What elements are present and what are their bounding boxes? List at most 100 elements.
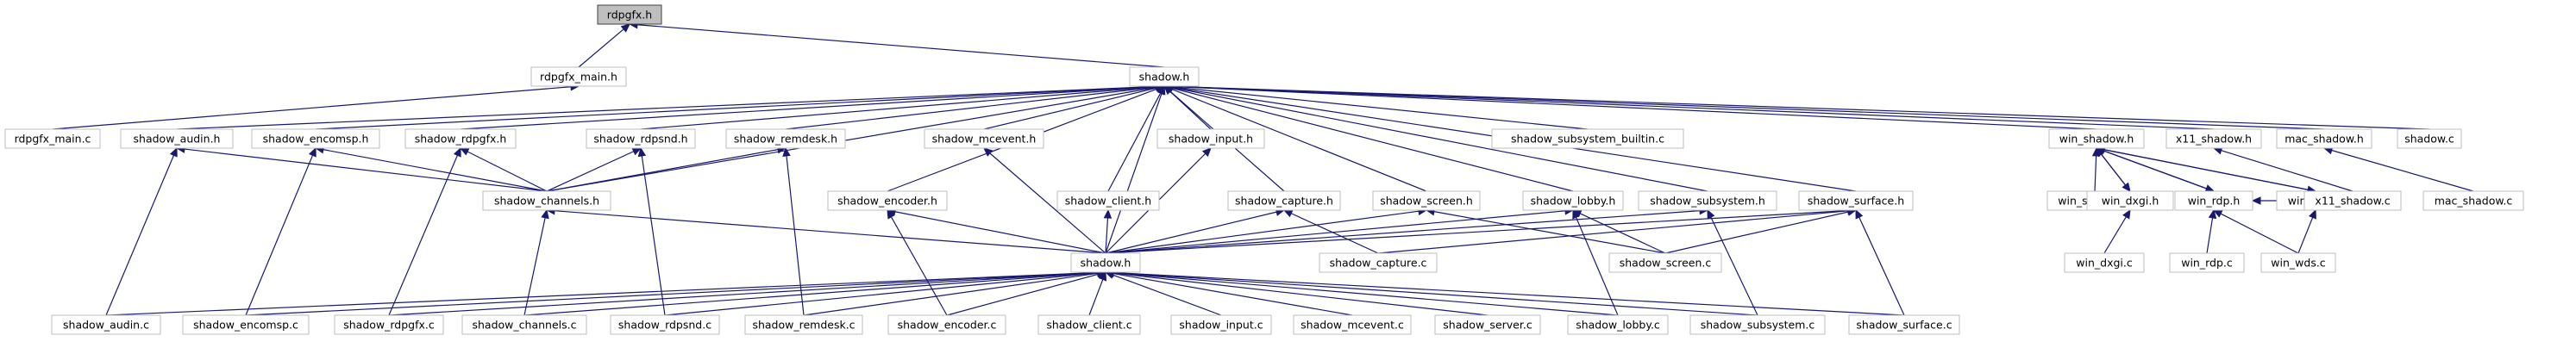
node-box <box>2169 252 2245 273</box>
node-shadow-lobby-h[interactable]: shadow_lobby.h <box>1522 190 1624 211</box>
node-win-rdp-h[interactable]: win_rdp.h <box>2174 190 2253 211</box>
node-shadow-remdesk-h[interactable]: shadow_remdesk.h <box>725 128 846 149</box>
node-win-rdp-c[interactable]: win_rdp.c <box>2169 252 2245 273</box>
node-shadow-input-c[interactable]: shadow_input.c <box>1170 314 1272 335</box>
node-shadow-surface-h[interactable]: shadow_surface.h <box>1798 190 1914 211</box>
node-shadow-audin-h[interactable]: shadow_audin.h <box>120 128 234 149</box>
node-shadow-screen-c[interactable]: shadow_screen.c <box>1608 252 1722 273</box>
node-box <box>1434 314 1541 335</box>
node-shadow-client-h[interactable]: shadow_client.h <box>1056 190 1160 211</box>
node-label: shadow_subsystem_builtin.c <box>1511 133 1664 146</box>
node-rdpgfx-main-h[interactable]: rdpgfx_main.h <box>530 66 627 87</box>
node-shadow-rdpgfx-h[interactable]: shadow_rdpgfx.h <box>404 128 517 149</box>
edge-line <box>785 86 1157 130</box>
node-shadow-encoder-h[interactable]: shadow_encoder.h <box>827 190 948 211</box>
node-shadow-channels-c[interactable]: shadow_channels.c <box>461 314 587 335</box>
edge-line <box>641 155 666 316</box>
node-shadow-input-h[interactable]: shadow_input.h <box>1156 128 1265 149</box>
edge-line <box>105 271 1099 316</box>
edge-line <box>2220 213 2299 254</box>
node-mac-shadow-c[interactable]: mac_shadow.c <box>2422 190 2524 211</box>
node-box <box>251 128 380 149</box>
arrowhead-icon <box>2122 182 2131 192</box>
edge-win_rdp_c-to-win_rdp_h <box>2206 208 2217 254</box>
node-shadow-c[interactable]: shadow.c <box>2397 128 2462 149</box>
edge-shadow_client_h-to-shadow_h <box>1107 84 1165 192</box>
node-box <box>1070 252 1141 273</box>
edge-line <box>1664 211 1849 254</box>
node-x11-shadow-h[interactable]: x11_shadow.h <box>2165 128 2262 149</box>
node-shadow-encomsp-c[interactable]: shadow_encomsp.c <box>182 314 310 335</box>
node-shadow-audin-c[interactable]: shadow_audin.c <box>51 314 161 335</box>
edge-shadow_audin_h-to-shadow_h <box>176 82 1166 130</box>
node-box <box>1293 314 1412 335</box>
edge-line <box>105 155 175 316</box>
node-label: shadow_capture.c <box>1330 257 1427 270</box>
node-win-dxgi-c[interactable]: win_dxgi.c <box>2064 252 2145 273</box>
edge-line <box>803 272 1099 316</box>
arrowhead-icon <box>2251 196 2261 205</box>
node-shadow-lobby-c[interactable]: shadow_lobby.c <box>1567 314 1669 335</box>
node-shadow-subsystem-c[interactable]: shadow_subsystem.c <box>1689 314 1826 335</box>
node-box <box>586 128 696 149</box>
node-mac-shadow-h[interactable]: mac_shadow.h <box>2276 128 2372 149</box>
node-shadow-surface-c[interactable]: shadow_surface.c <box>1848 314 1960 335</box>
edge-line <box>176 85 1157 130</box>
node-shadow-capture-c[interactable]: shadow_capture.c <box>1319 252 1438 273</box>
node-shadow-client-c[interactable]: shadow_client.c <box>1037 314 1141 335</box>
edge-line <box>1105 210 1701 254</box>
node-shadow-rdpsnd-c[interactable]: shadow_rdpsnd.c <box>610 314 720 335</box>
node-label: shadow.h <box>1139 71 1190 84</box>
node-shadow-h[interactable]: shadow.h <box>1070 252 1141 273</box>
node-box <box>530 66 627 87</box>
node-shadow-capture-h[interactable]: shadow_capture.h <box>1227 190 1341 211</box>
edge-shadow_encomsp_c-to-shadow_h2 <box>245 268 1107 316</box>
node-box <box>827 190 948 211</box>
node-shadow-rdpsnd-h[interactable]: shadow_rdpsnd.h <box>586 128 696 149</box>
node-shadow-remdesk-c[interactable]: shadow_remdesk.c <box>744 314 863 335</box>
node-box <box>461 314 587 335</box>
node-shadow-channels-h[interactable]: shadow_channels.h <box>482 190 611 211</box>
edge-shadow_rdpgfx_h-to-shadow_h <box>460 82 1166 130</box>
node-box <box>2260 252 2336 273</box>
node-box <box>2174 190 2253 211</box>
node-win-dxgi-h[interactable]: win_dxgi.h <box>2086 190 2174 211</box>
edge-line <box>2221 150 2353 192</box>
edge-shadow_h-to-rdpgfx_h <box>628 21 1165 68</box>
node-win-shadow-h[interactable]: win_shadow.h <box>2048 128 2145 149</box>
edge-line <box>467 151 548 192</box>
node-box <box>887 314 1006 335</box>
arrowhead-icon <box>1103 208 1113 219</box>
edge-line <box>1107 92 1162 192</box>
edge-line <box>460 85 1157 130</box>
edge-line <box>1105 210 1566 254</box>
node-win-wds-c[interactable]: win_wds.c <box>2260 252 2336 273</box>
edge-line <box>1113 271 1905 316</box>
edge-line <box>388 271 1099 316</box>
node-shadow-h[interactable]: shadow.h <box>1129 66 1200 87</box>
node-shadow-mcevent-h[interactable]: shadow_mcevent.h <box>924 128 1044 149</box>
node-label: x11_shadow.h <box>2176 133 2252 146</box>
node-shadow-subsystem-builtin-c[interactable]: shadow_subsystem_builtin.c <box>1491 128 1684 149</box>
node-label: shadow_capture.h <box>1235 195 1333 208</box>
node-shadow-rdpgfx-c[interactable]: shadow_rdpgfx.c <box>334 314 444 335</box>
node-shadow-server-c[interactable]: shadow_server.c <box>1434 314 1541 335</box>
node-shadow-encoder-c[interactable]: shadow_encoder.c <box>887 314 1006 335</box>
node-box <box>610 314 720 335</box>
node-shadow-mcevent-c[interactable]: shadow_mcevent.c <box>1293 314 1412 335</box>
node-rdpgfx-h[interactable]: rdpgfx.h <box>597 4 662 25</box>
edge-shadow_rdpgfx_c-to-shadow_rdpgfx_h <box>388 146 461 316</box>
edges-layer <box>52 21 2474 316</box>
node-shadow-encomsp-h[interactable]: shadow_encomsp.h <box>251 128 380 149</box>
node-label: shadow_channels.h <box>494 195 599 208</box>
node-label: shadow_subsystem.c <box>1701 319 1815 332</box>
node-shadow-screen-h[interactable]: shadow_screen.h <box>1372 190 1481 211</box>
node-shadow-subsystem-h[interactable]: shadow_subsystem.h <box>1638 190 1777 211</box>
edge-shadow_encomsp_c-to-shadow_encomsp_h <box>245 146 317 316</box>
node-label: shadow_rdpsnd.c <box>618 319 711 332</box>
edge-line <box>1171 85 2325 130</box>
node-x11-shadow-c[interactable]: x11_shadow.c <box>2303 190 2402 211</box>
node-rdpgfx-main-c[interactable]: rdpgfx_main.c <box>4 128 101 149</box>
edge-mac_shadow_c-to-mac_shadow_h <box>2322 146 2474 192</box>
